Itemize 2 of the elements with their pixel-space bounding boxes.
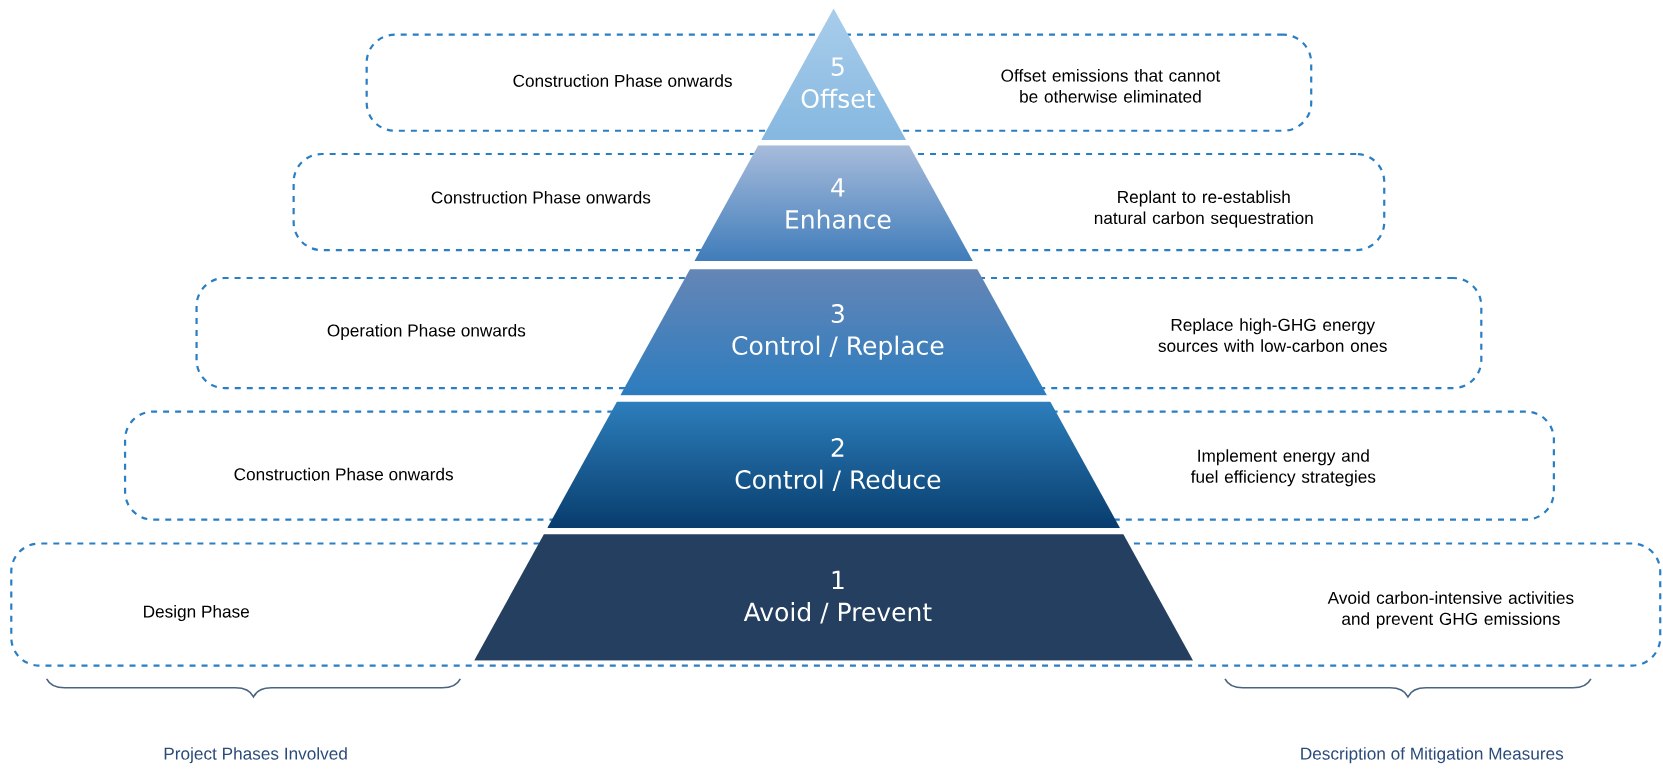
brace-label: Project Phases Involved [164,747,347,764]
brace-label: Description of Mitigation Measures [1301,747,1564,764]
